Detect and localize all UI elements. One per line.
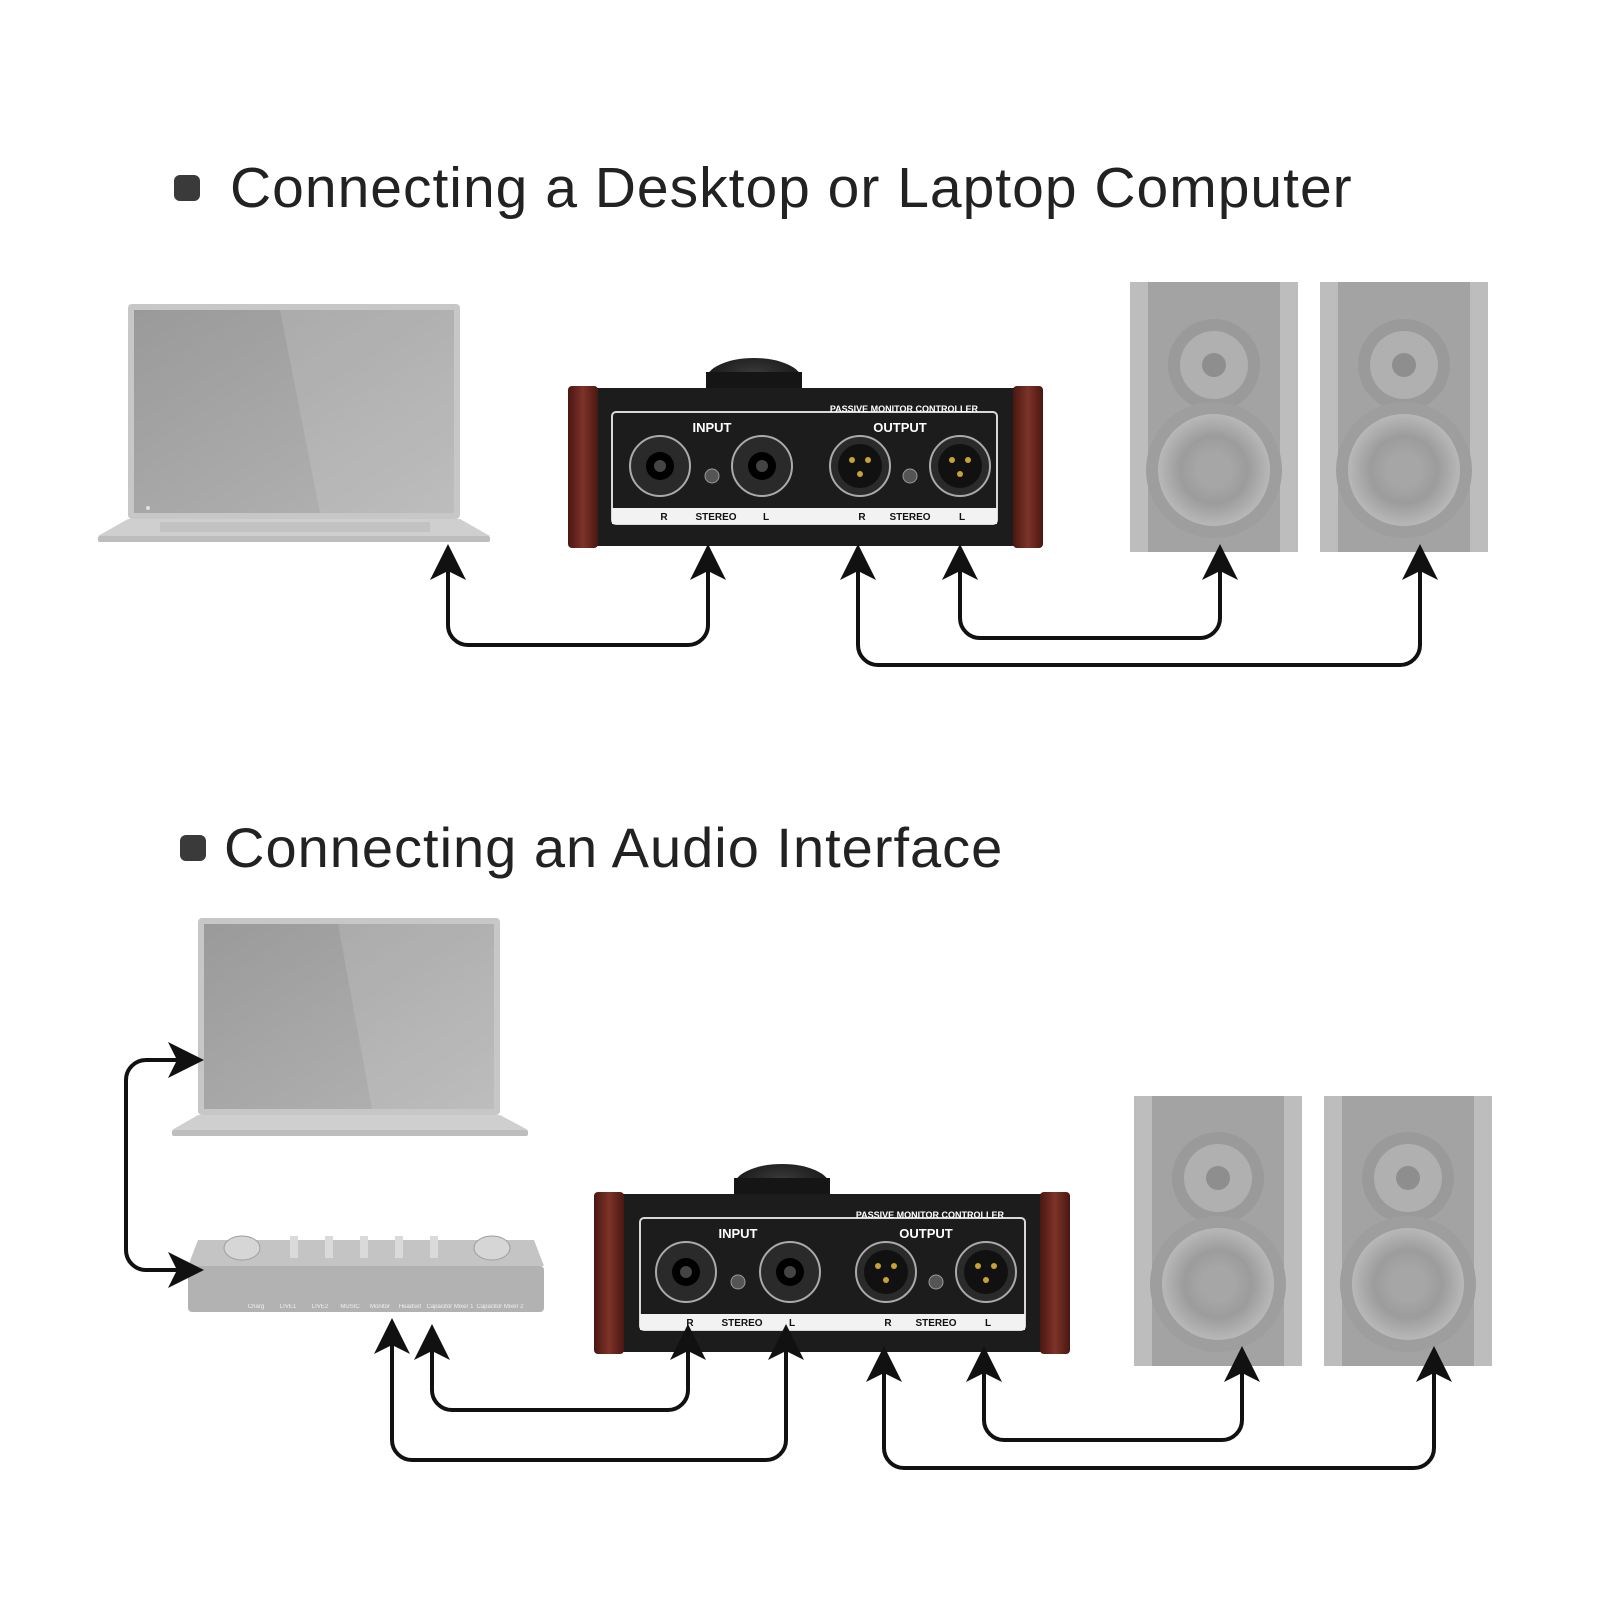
- port-label: L: [959, 512, 965, 523]
- arrow-output-l-to-speaker: [966, 1346, 1260, 1442]
- wood-side-panel: [568, 386, 598, 548]
- interface-port-label: Charg: [248, 1304, 264, 1310]
- port-label: STEREO: [695, 512, 736, 523]
- xlr-output-l: [929, 435, 991, 497]
- interface-port-label: LIVE1: [280, 1304, 297, 1310]
- xlr-output-l: [955, 1241, 1017, 1303]
- arrow-output-r-to-speaker: [840, 544, 1438, 667]
- port-label: L: [763, 512, 769, 523]
- stereo-output-jack: [902, 468, 918, 484]
- interface-port-label: Headset: [399, 1304, 422, 1310]
- section-1-title: Connecting a Desktop or Laptop Computer: [230, 156, 1353, 220]
- section-2-heading: Connecting an Audio Interface: [180, 815, 1003, 880]
- arrow-interface-to-input-l: [374, 1318, 804, 1462]
- output-label: OUTPUT: [873, 420, 927, 435]
- audio-interface: Charg LIVE1 LIVE2 MUSIC Monitor Headset …: [188, 1235, 544, 1312]
- stereo-output-jack: [928, 1274, 944, 1290]
- port-label: R: [660, 512, 668, 523]
- port-label: STEREO: [915, 1318, 956, 1329]
- port-label: R: [858, 512, 866, 523]
- combo-jack-r: [655, 1241, 717, 1303]
- arrow-output-l-to-speaker: [942, 544, 1238, 640]
- arrow-laptop-to-input: [430, 544, 726, 647]
- port-label: STEREO: [721, 1318, 762, 1329]
- xlr-output-r: [829, 435, 891, 497]
- arrow-interface-to-input-r: [414, 1324, 706, 1412]
- arrow-output-r-to-speaker: [866, 1346, 1452, 1470]
- combo-jack-l: [759, 1241, 821, 1303]
- connection-arrows: [124, 1042, 1452, 1470]
- wood-side-panel: [1040, 1192, 1070, 1354]
- output-label: OUTPUT: [899, 1226, 953, 1241]
- port-label: L: [985, 1318, 991, 1329]
- laptop: [172, 918, 528, 1136]
- section-2-title: Connecting an Audio Interface: [224, 816, 1004, 879]
- input-label: INPUT: [719, 1226, 758, 1241]
- controller-brand-label: PASSIVE MONITOR CONTROLLER: [856, 1210, 1005, 1220]
- passive-monitor-controller: PASSIVE MONITOR CONTROLLER INPUT OUTPUT: [568, 358, 1043, 548]
- laptop: [98, 304, 490, 542]
- port-label: L: [789, 1318, 795, 1329]
- stereo-input-jack: [730, 1274, 746, 1290]
- bullet-icon: [180, 834, 206, 861]
- port-label: R: [686, 1318, 694, 1329]
- interface-port-label: Capacitor Mixer 1: [426, 1304, 474, 1310]
- controller-brand-label: PASSIVE MONITOR CONTROLLER: [830, 404, 979, 414]
- stereo-input-jack: [704, 468, 720, 484]
- input-label: INPUT: [693, 420, 732, 435]
- connection-arrows: [430, 544, 1438, 667]
- bullet-icon: [174, 175, 200, 201]
- speaker: [1320, 282, 1488, 552]
- combo-jack-l: [731, 435, 793, 497]
- wood-side-panel: [1013, 386, 1043, 548]
- speaker: [1130, 282, 1298, 552]
- interface-port-label: LIVE2: [312, 1304, 329, 1310]
- port-label: R: [884, 1318, 892, 1329]
- interface-port-label: Capacitor Mixer 2: [476, 1304, 524, 1310]
- arrow-laptop-to-interface: [124, 1042, 204, 1288]
- speaker: [1134, 1096, 1302, 1366]
- wood-side-panel: [594, 1192, 624, 1354]
- section-1-heading: Connecting a Desktop or Laptop Computer: [174, 155, 1353, 221]
- port-label: STEREO: [889, 512, 930, 523]
- combo-jack-r: [629, 435, 691, 497]
- interface-port-label: Monitor: [370, 1304, 390, 1310]
- passive-monitor-controller: PASSIVE MONITOR CONTROLLER INPUT OUTPUT: [594, 1164, 1070, 1354]
- xlr-output-r: [855, 1241, 917, 1303]
- speaker: [1324, 1096, 1492, 1366]
- interface-port-label: MUSIC: [340, 1304, 360, 1310]
